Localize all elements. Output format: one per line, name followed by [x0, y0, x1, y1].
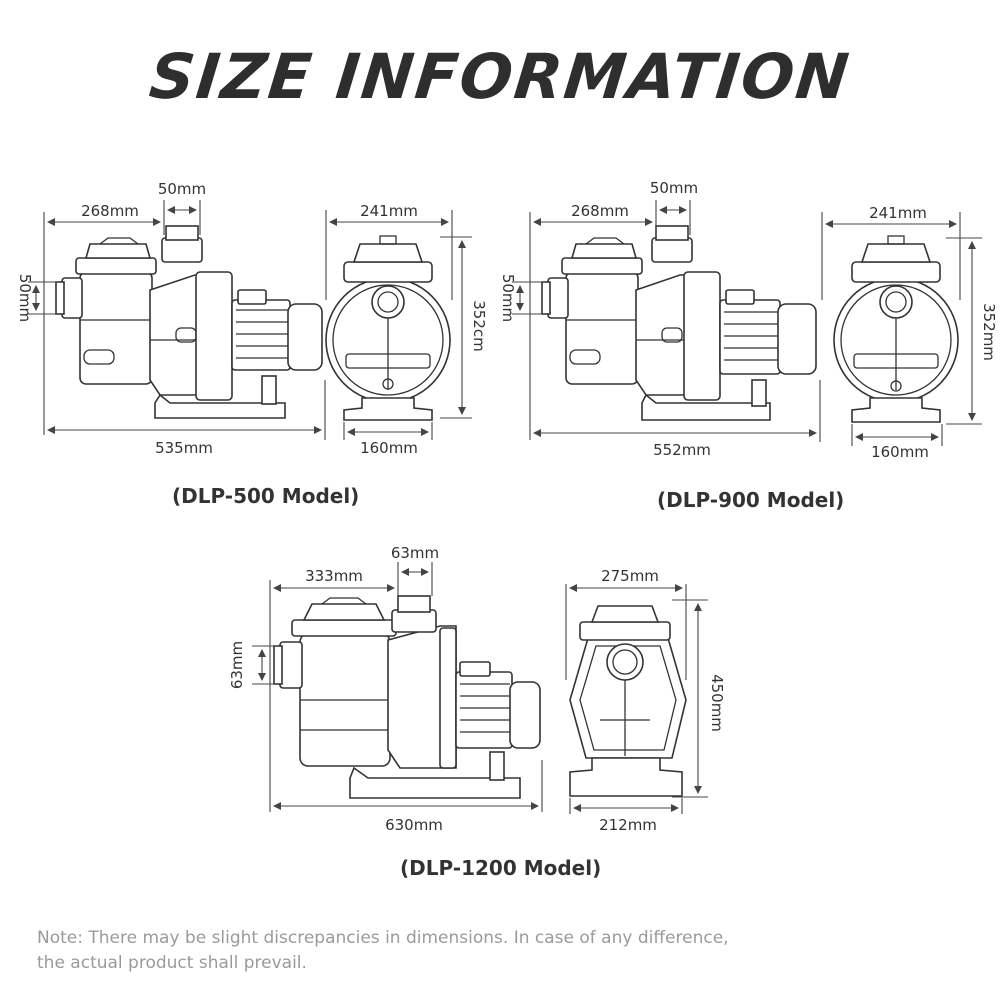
dlp1200-front-dimensions: 275mm 450mm 212mm [565, 567, 726, 834]
note-line-2: the actual product shall prevail. [37, 953, 307, 973]
dlp1200-top-length-label: 333mm [305, 567, 363, 585]
note-line-1: Note: There may be slight discrepancies … [37, 928, 729, 948]
dlp500-port-width-label: 50mm [158, 180, 206, 198]
dlp900-front-width-label: 241mm [869, 204, 927, 222]
dlp900-port-width-label: 50mm [650, 179, 698, 197]
dlp1200-base-label: 212mm [599, 816, 657, 834]
dlp900-front-dimensions: 241mm 352mm 160mm [821, 204, 998, 461]
dlp500-top-length-label: 268mm [81, 202, 139, 220]
dlp500-model-label: (DLP-500 Model) [172, 484, 360, 508]
dlp500-front-width-label: 241mm [360, 202, 418, 220]
dlp500-side-dimensions: 268mm 50mm 50mm 535mm [16, 180, 326, 457]
dlp1200-total-length-label: 630mm [385, 816, 443, 834]
dlp900-height-label: 352mm [980, 303, 998, 361]
dlp500-front-view [325, 235, 451, 421]
dlp1200-height-label: 450mm [708, 674, 726, 732]
dlp900-front-view [833, 235, 959, 423]
dlp1200-port-width-label: 63mm [391, 544, 439, 562]
dlp500-height-label: 352cm [470, 300, 488, 352]
dlp1200-inlet-label: 63mm [228, 641, 246, 689]
dlp900-total-length-label: 552mm [653, 441, 711, 459]
dlp500-base-label: 160mm [360, 439, 418, 457]
dlp900-top-length-label: 268mm [571, 202, 629, 220]
dlp500-inlet-label: 50mm [16, 274, 34, 322]
dlp1200-side-view [273, 595, 541, 799]
dlp900-side-view [541, 225, 817, 421]
dlp1200-front-width-label: 275mm [601, 567, 659, 585]
dlp900-model-label: (DLP-900 Model) [657, 488, 845, 512]
dlp900-inlet-label: 50mm [499, 274, 517, 322]
dlp900-base-label: 160mm [871, 443, 929, 461]
disclaimer-note: Note: There may be slight discrepancies … [37, 926, 837, 976]
dlp500-total-length-label: 535mm [155, 439, 213, 457]
dlp900-side-dimensions: 268mm 50mm 50mm 552mm [499, 179, 821, 459]
dlp1200-front-view [569, 605, 687, 797]
dlp1200-side-dimensions: 333mm 63mm 63mm 630mm [228, 544, 543, 834]
dlp1200-model-label: (DLP-1200 Model) [400, 856, 602, 880]
dlp500-front-dimensions: 241mm 352cm 160mm [325, 202, 488, 457]
dlp500-side-view [55, 225, 323, 419]
